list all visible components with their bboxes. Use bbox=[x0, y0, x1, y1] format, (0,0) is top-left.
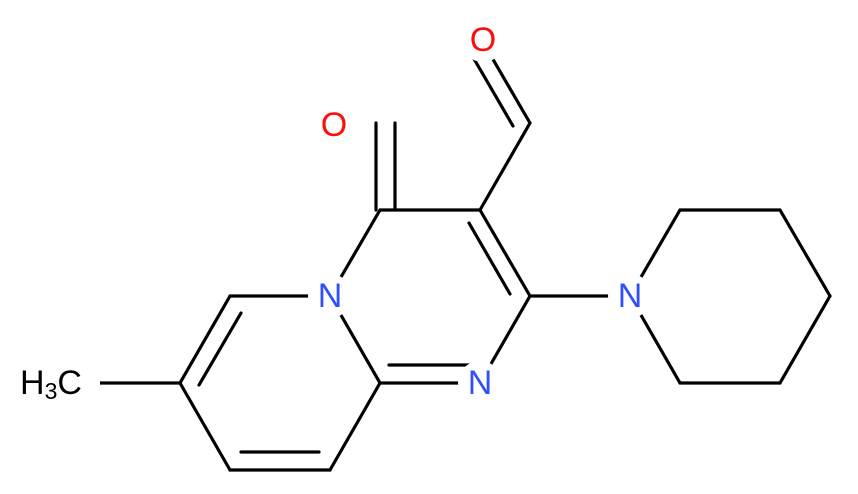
ketone-oxygen-label: O bbox=[321, 106, 347, 144]
label-bg-ketone-oxygen bbox=[312, 103, 356, 147]
label-bg-bridgehead-nitrogen bbox=[308, 274, 352, 318]
methyl-label: H3C bbox=[20, 364, 82, 404]
bond-c7-c8 bbox=[178, 381, 232, 472]
label-bg-piperidine-nitrogen bbox=[608, 274, 652, 318]
bond-c6-c7-double bbox=[197, 311, 243, 387]
label-bg-ring-nitrogen bbox=[458, 361, 502, 405]
bond-c3-cho bbox=[478, 121, 532, 212]
bond-c2-c3 bbox=[478, 208, 532, 298]
bond-cb-cc bbox=[778, 208, 832, 298]
bond-c9-c9a bbox=[328, 381, 382, 472]
methyl-h: H bbox=[20, 364, 45, 402]
aldehyde-oxygen-label: O bbox=[470, 21, 496, 59]
label-bg-methyl bbox=[16, 360, 100, 406]
ring-nitrogen-label: N bbox=[468, 364, 493, 402]
label-bg-aldehyde-oxygen bbox=[461, 18, 505, 62]
piperidine-nitrogen-label: N bbox=[618, 277, 643, 315]
bond-c2-c3-double bbox=[467, 221, 512, 296]
atom-labels: O O N N N H3C bbox=[16, 18, 652, 406]
bond-c6-c7 bbox=[178, 294, 232, 385]
methyl-subscript: 3 bbox=[45, 378, 58, 404]
bond-cho-o-double bbox=[468, 50, 515, 128]
bridgehead-nitrogen-label: N bbox=[318, 277, 343, 315]
bond-cc-cd bbox=[778, 294, 832, 385]
methyl-c: C bbox=[57, 364, 82, 402]
